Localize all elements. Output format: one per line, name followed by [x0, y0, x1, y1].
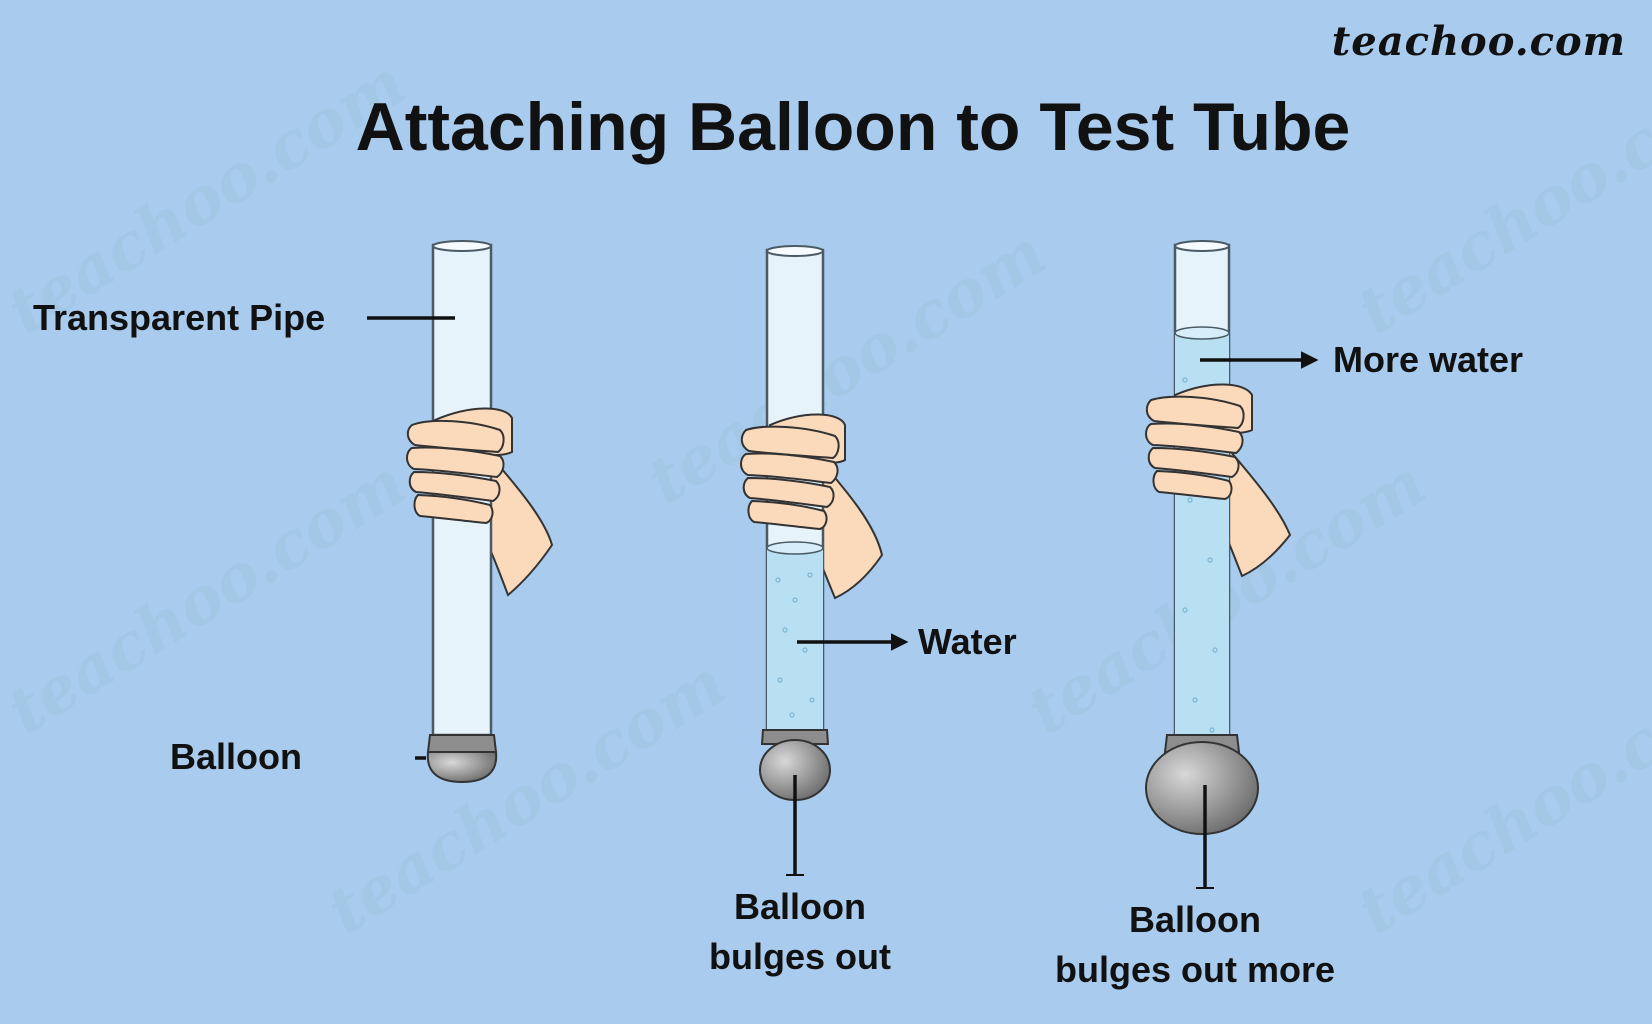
label-balloon: Balloon [170, 736, 302, 777]
label-more-water: More water [1333, 339, 1524, 380]
balloon-neck [426, 734, 498, 753]
page-title: Attaching Balloon to Test Tube [355, 89, 1351, 165]
tube-opening [1174, 240, 1230, 252]
tube-opening [766, 245, 824, 257]
water-bubbles [775, 572, 815, 718]
setup-2-water-pipe [740, 245, 909, 876]
label-line: bulges out [709, 936, 891, 977]
water-surface [1174, 326, 1230, 340]
balloon [426, 751, 498, 784]
label-balloon-bulges-out-more: Balloon bulges out more [1040, 899, 1350, 991]
balloon [1145, 741, 1259, 835]
setup-3-more-water-pipe [1145, 240, 1319, 889]
tube-opening [432, 240, 492, 252]
label-line: bulges out more [1054, 949, 1336, 990]
label-water: Water [918, 621, 1017, 662]
brand-logo: teachoo.com [1331, 18, 1626, 65]
label-balloon-bulges-out: Balloon bulges out [690, 886, 910, 978]
label-transparent-pipe: Transparent Pipe [33, 297, 326, 338]
label-line: Balloon [734, 886, 866, 927]
setup-1-empty-pipe [367, 240, 554, 784]
hand [740, 413, 846, 531]
water-surface [766, 541, 824, 555]
label-line: Balloon [1129, 899, 1261, 940]
hand [1145, 383, 1253, 501]
balloon-neck [760, 729, 830, 745]
hand [406, 407, 513, 525]
